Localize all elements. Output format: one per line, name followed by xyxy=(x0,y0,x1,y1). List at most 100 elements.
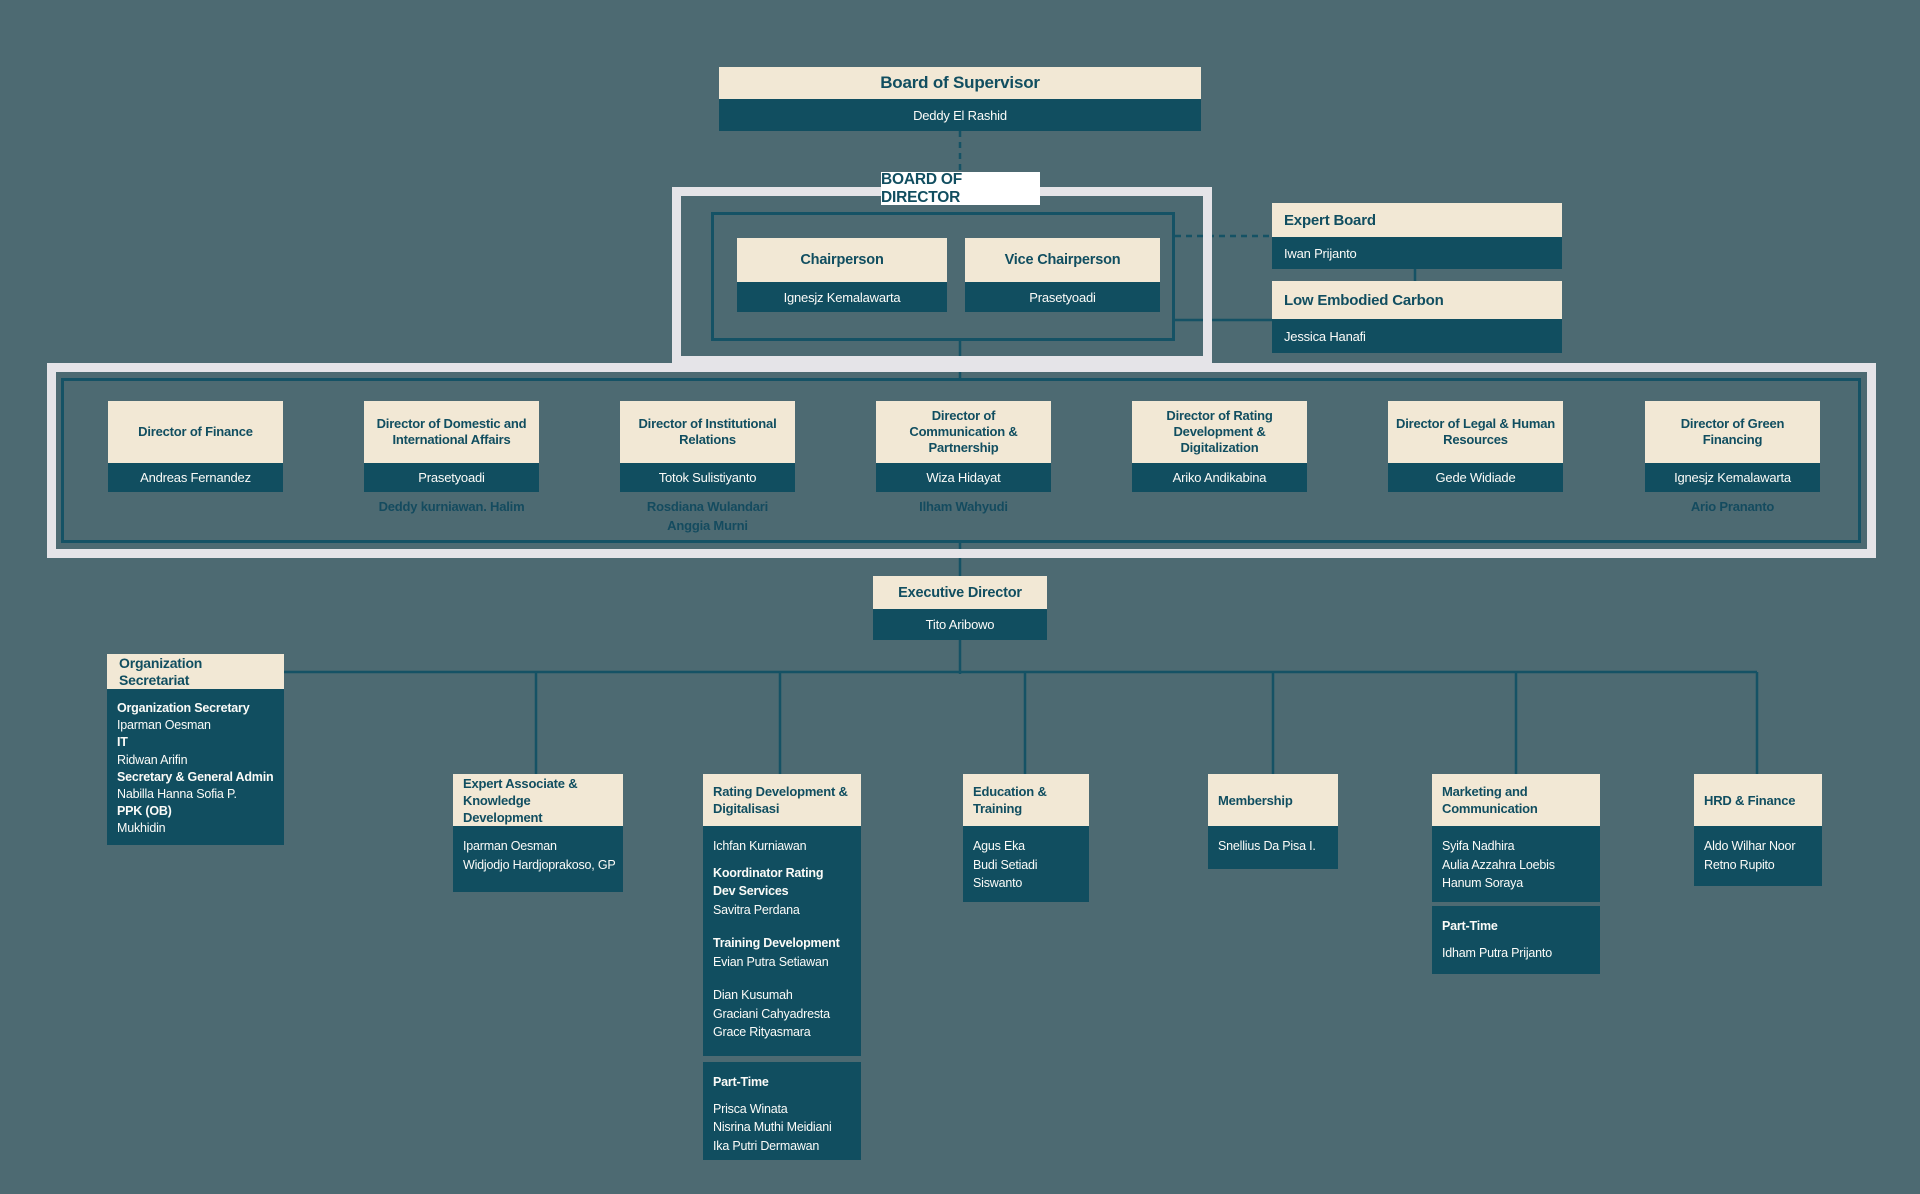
body-line: PPK (OB) xyxy=(117,804,172,819)
director-title: Director of Communication & Partnership xyxy=(876,401,1051,463)
body-line: Secretary & General Admin xyxy=(117,769,274,784)
body-line: Grace Rityasmara xyxy=(713,1025,811,1039)
subname-line: Rosdiana Wulandari xyxy=(646,499,769,514)
body-line: Syifa Nadhira xyxy=(1442,839,1515,853)
directors-frame xyxy=(47,363,1876,558)
body-line: Organization Secretary xyxy=(117,701,250,715)
body-line: Idham Putra Prijanto xyxy=(1442,945,1552,960)
department-title: Rating Development & Digitalisasi xyxy=(703,774,861,826)
body-line: Nisrina Muthi Meidiani xyxy=(713,1120,832,1134)
body-line: IT xyxy=(117,735,128,750)
board-of-supervisor-name: Deddy El Rashid xyxy=(719,99,1201,131)
body-line: Aldo Wilhar Noor xyxy=(1704,839,1796,853)
department-body: Snellius Da Pisa I. xyxy=(1208,826,1338,869)
expert-board-title: Expert Board xyxy=(1272,203,1562,237)
body-line: Dev Services xyxy=(713,884,789,898)
director-title: Director of Legal & Human Resources xyxy=(1388,401,1563,463)
director-title: Director of Green Financing xyxy=(1645,401,1820,463)
director-name: Totok Sulistiyanto xyxy=(620,463,795,492)
body-line: Iparman Oesman xyxy=(117,718,211,733)
director-box: Director of Domestic and International A… xyxy=(364,401,539,516)
director-title: Director of Institutional Relations xyxy=(620,401,795,463)
chairperson-name: Ignesjz Kemalawarta xyxy=(737,282,947,312)
body-line: Dian Kusumah xyxy=(713,988,793,1002)
body-line: Budi Setiadi xyxy=(973,857,1038,872)
low-embodied-carbon-title: Low Embodied Carbon xyxy=(1272,281,1562,319)
director-title: Director of Finance xyxy=(108,401,283,463)
body-line: Retno Rupito xyxy=(1704,857,1775,872)
body-line: Widjodjo Hardjoprakoso, GP xyxy=(463,857,616,872)
director-name: Gede Widiade xyxy=(1388,463,1563,492)
body-line: Part-Time xyxy=(1442,919,1498,933)
subname-line: Ario Prananto xyxy=(1690,499,1775,514)
subname-line: Anggia Murni xyxy=(667,518,748,533)
subname-line: Deddy kurniawan. Halim xyxy=(378,499,525,514)
director-subnames: Deddy kurniawan. Halim xyxy=(364,497,539,516)
director-name: Prasetyoadi xyxy=(364,463,539,492)
body-line: Nabilla Hanna Sofia P. xyxy=(117,787,237,802)
director-name: Ignesjz Kemalawarta xyxy=(1645,463,1820,492)
director-subnames: Ario Prananto xyxy=(1645,497,1820,516)
body-line: Snellius Da Pisa I. xyxy=(1218,839,1316,853)
body-line: Training Development xyxy=(713,936,840,950)
body-line: Siswanto xyxy=(973,876,1023,890)
expert-board-name: Iwan Prijanto xyxy=(1272,237,1562,269)
body-line: Aulia Azzahra Loebis xyxy=(1442,857,1555,872)
board-of-director-label: BOARD OF DIRECTOR xyxy=(881,171,1040,206)
directors-inner-frame xyxy=(61,378,1861,543)
director-name: Wiza Hidayat xyxy=(876,463,1051,492)
body-line: Savitra Perdana xyxy=(713,902,800,917)
director-name: Andreas Fernandez xyxy=(108,463,283,492)
director-title: Director of Domestic and International A… xyxy=(364,401,539,463)
department-title: HRD & Finance xyxy=(1694,774,1822,826)
body-line: Mukhidin xyxy=(117,821,166,836)
executive-director-name: Tito Aribowo xyxy=(873,609,1047,640)
body-line: Ichfan Kurniawan xyxy=(713,839,807,853)
director-name: Ariko Andikabina xyxy=(1132,463,1307,492)
body-line: Agus Eka xyxy=(973,839,1025,853)
department-title: Marketing and Communication xyxy=(1432,774,1600,826)
body-line: Ridwan Arifin xyxy=(117,752,188,767)
director-subnames: Ilham Wahyudi xyxy=(876,497,1051,516)
department-title: Membership xyxy=(1208,774,1338,826)
body-line: Graciani Cahyadresta xyxy=(713,1006,830,1021)
department-title: Education & Training xyxy=(963,774,1089,826)
body-line: Hanum Soraya xyxy=(1442,876,1523,890)
director-box: Director of Rating Development & Digital… xyxy=(1132,401,1307,492)
chairperson-title: Chairperson xyxy=(737,238,947,282)
board-of-supervisor-title: Board of Supervisor xyxy=(719,67,1201,99)
body-line: Prisca Winata xyxy=(713,1101,788,1116)
board-inner-frame xyxy=(711,212,1175,341)
executive-director-title: Executive Director xyxy=(873,576,1047,609)
body-line: Evian Putra Setiawan xyxy=(713,954,829,969)
body-line: Ika Putri Dermawan xyxy=(713,1138,820,1153)
director-title: Director of Rating Development & Digital… xyxy=(1132,401,1307,463)
organization-secretariat-title: Organization Secretariat xyxy=(107,654,284,689)
subname-line: Ilham Wahyudi xyxy=(919,499,1008,514)
vice-chairperson-name: Prasetyoadi xyxy=(965,282,1160,312)
low-embodied-carbon-name: Jessica Hanafi xyxy=(1272,319,1562,353)
body-line: Part-Time xyxy=(713,1075,769,1089)
department-title: Expert Associate & Knowledge Development xyxy=(453,774,623,826)
